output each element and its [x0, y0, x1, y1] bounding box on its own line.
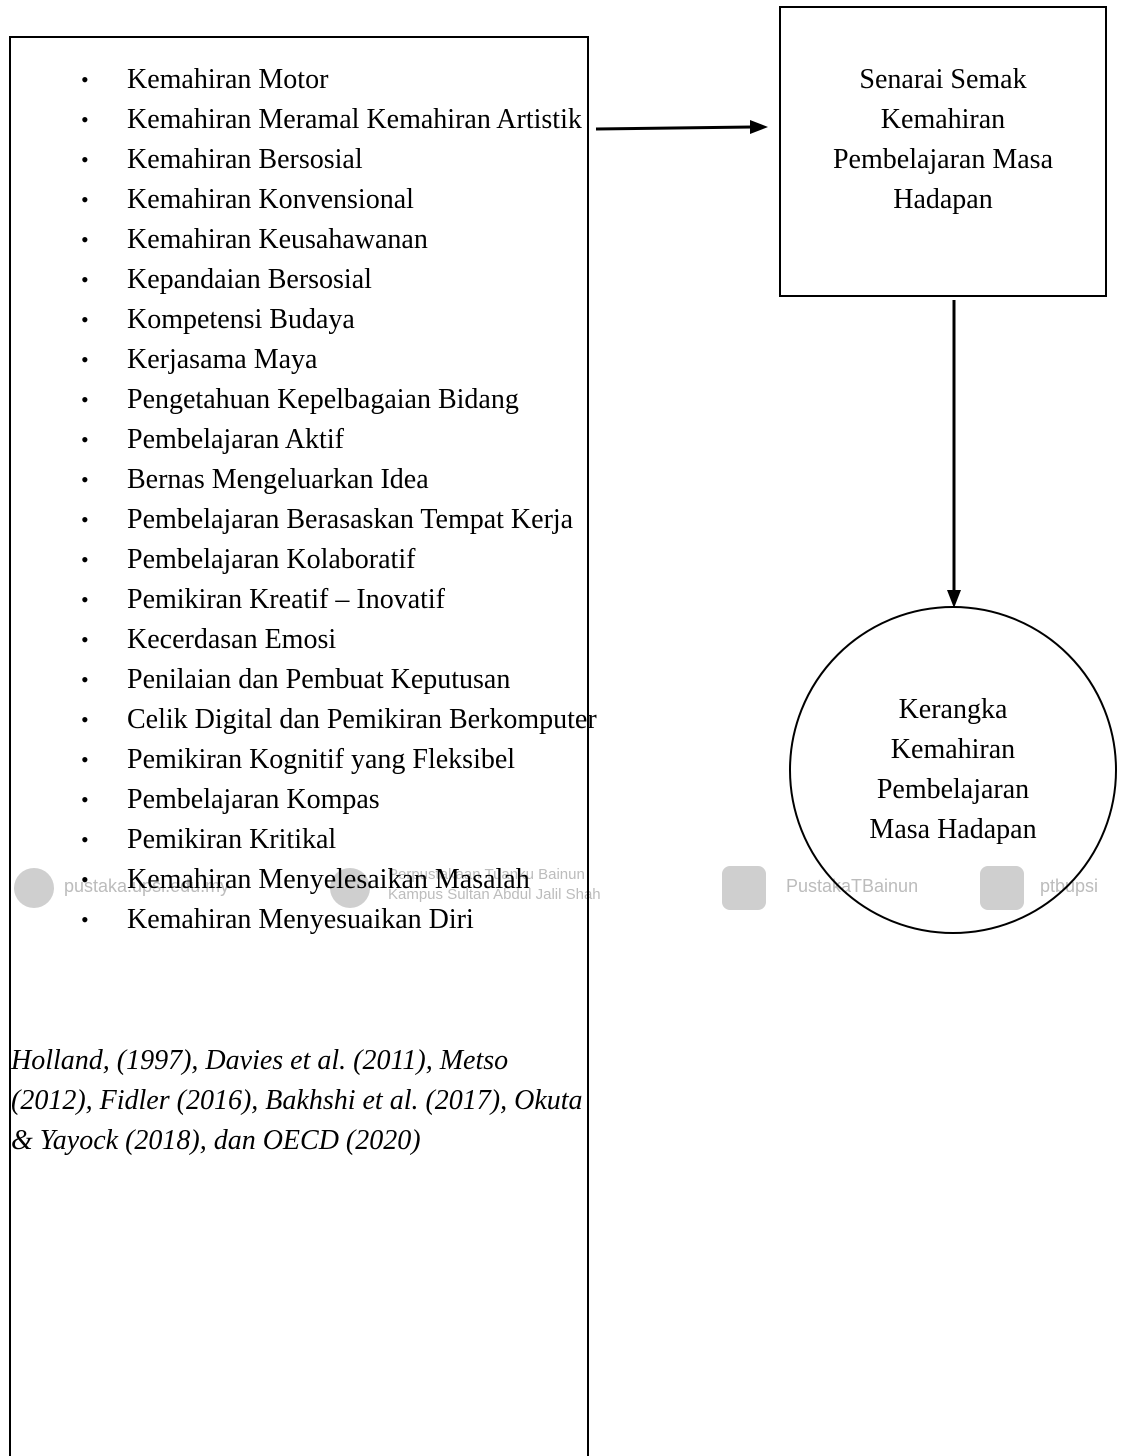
list-item: • Kemahiran Bersosial: [11, 140, 602, 180]
bullet: •: [81, 107, 89, 132]
bullet: •: [81, 827, 89, 852]
list-item: • Kemahiran Keusahawanan: [11, 220, 602, 260]
bullet: •: [81, 267, 89, 292]
list-item-label: Penilaian dan Pembuat Keputusan: [127, 664, 511, 695]
bullet: •: [81, 307, 89, 332]
list-item-label: Kepandaian Bersosial: [127, 264, 372, 295]
bullet: •: [81, 147, 89, 172]
list-item: • Pengetahuan Kepelbagaian Bidang: [11, 380, 602, 420]
bullet: •: [81, 587, 89, 612]
list-item: • Kemahiran Menyelesaikan Masalah: [11, 860, 602, 900]
list-item-label: Pemikiran Kognitif yang Fleksibel: [127, 744, 516, 775]
bullet: •: [81, 347, 89, 372]
citation-text: Holland, (1997), Davies et al. (2011), M…: [11, 1045, 583, 1156]
bullet: •: [81, 467, 89, 492]
bullet: •: [81, 667, 89, 692]
skills-list-box: • Kemahiran Motor • Kemahiran Meramal Kema…: [9, 36, 597, 1456]
list-item-label: Pembelajaran Aktif: [127, 424, 344, 455]
list-item-label: Pembelajaran Berasaskan Tempat Kerja: [127, 504, 574, 535]
list-item: • Kecerdasan Emosi: [11, 620, 602, 660]
list-item-label: Kemahiran Meramal Kemahiran Artistik: [127, 104, 582, 135]
list-item-label: Celik Digital dan Pemikiran Berkomputer: [127, 704, 597, 735]
bullet: •: [81, 387, 89, 412]
framework-circle-label: Kerangka Kemahiran Pembelajaran Masa Had…: [869, 694, 1037, 845]
list-item-label: Pengetahuan Kepelbagaian Bidang: [127, 384, 519, 415]
list-item: • Celik Digital dan Pemikiran Berkomputer: [11, 700, 602, 740]
bullet: •: [81, 67, 89, 92]
bullet: •: [81, 507, 89, 532]
list-item-label: Kerjasama Maya: [127, 344, 318, 375]
list-item: • Kepandaian Bersosial: [11, 260, 602, 300]
list-item-label: Kecerdasan Emosi: [127, 624, 337, 655]
list-item-label: Pembelajaran Kompas: [127, 784, 380, 815]
bullet: •: [81, 867, 89, 892]
bullet: •: [81, 707, 89, 732]
list-item-label: Kemahiran Menyesuaikan Diri: [127, 904, 474, 935]
bullet: •: [81, 187, 89, 212]
list-item: • Bernas Mengeluarkan Idea: [11, 460, 602, 500]
bullet: •: [81, 747, 89, 772]
bullet: •: [81, 627, 89, 652]
list-item-label: Kemahiran Bersosial: [127, 144, 363, 175]
bullet: •: [81, 787, 89, 812]
list-item-label: Kemahiran Konvensional: [127, 184, 414, 215]
checklist-box: Senarai Semak Kemahiran Pembelajaran Mas…: [779, 6, 1107, 297]
list-item: • Kemahiran Meramal Kemahiran Artistik: [11, 100, 602, 140]
skills-list: • Kemahiran Motor • Kemahiran Meramal Kema…: [11, 60, 602, 940]
list-item: • Kemahiran Konvensional: [11, 180, 602, 220]
list-item-label: Pemikiran Kreatif – Inovatif: [127, 584, 446, 615]
list-item-label: Kompetensi Budaya: [127, 304, 355, 335]
list-item: • Kompetensi Budaya: [11, 300, 602, 340]
list-item: • Pemikiran Kritikal: [11, 820, 602, 860]
list-item-label: Pemikiran Kritikal: [127, 824, 337, 855]
checklist-box-label: Senarai Semak Kemahiran Pembelajaran Mas…: [832, 64, 1054, 215]
list-item: • Kerjasama Maya: [11, 340, 602, 380]
list-item: • Penilaian dan Pembuat Keputusan: [11, 660, 602, 700]
bullet: •: [81, 907, 89, 932]
list-item: • Pembelajaran Berasaskan Tempat Kerja: [11, 500, 602, 540]
list-item: • Kemahiran Motor: [11, 60, 602, 100]
arrow-list-to-box: [595, 120, 768, 134]
bullet: •: [81, 547, 89, 572]
list-item: • Pemikiran Kreatif – Inovatif: [11, 580, 602, 620]
arrow-box-to-circle: [947, 300, 961, 608]
list-item-label: Kemahiran Keusahawanan: [127, 224, 428, 255]
list-item: • Pembelajaran Kompas: [11, 780, 602, 820]
list-item-label: Kemahiran Motor: [127, 64, 329, 95]
list-item: • Pembelajaran Kolaboratif: [11, 540, 602, 580]
list-item-label: Bernas Mengeluarkan Idea: [127, 464, 429, 495]
list-item: • Pembelajaran Aktif: [11, 420, 602, 460]
framework-circle: Kerangka Kemahiran Pembelajaran Masa Had…: [789, 606, 1117, 934]
bullet: •: [81, 427, 89, 452]
list-item-label: Kemahiran Menyelesaikan Masalah: [127, 864, 530, 895]
list-item-label: Pembelajaran Kolaboratif: [127, 544, 416, 575]
list-item: • Pemikiran Kognitif yang Fleksibel: [11, 740, 602, 780]
bullet: •: [81, 227, 89, 252]
list-item: • Kemahiran Menyesuaikan Diri: [11, 900, 602, 940]
